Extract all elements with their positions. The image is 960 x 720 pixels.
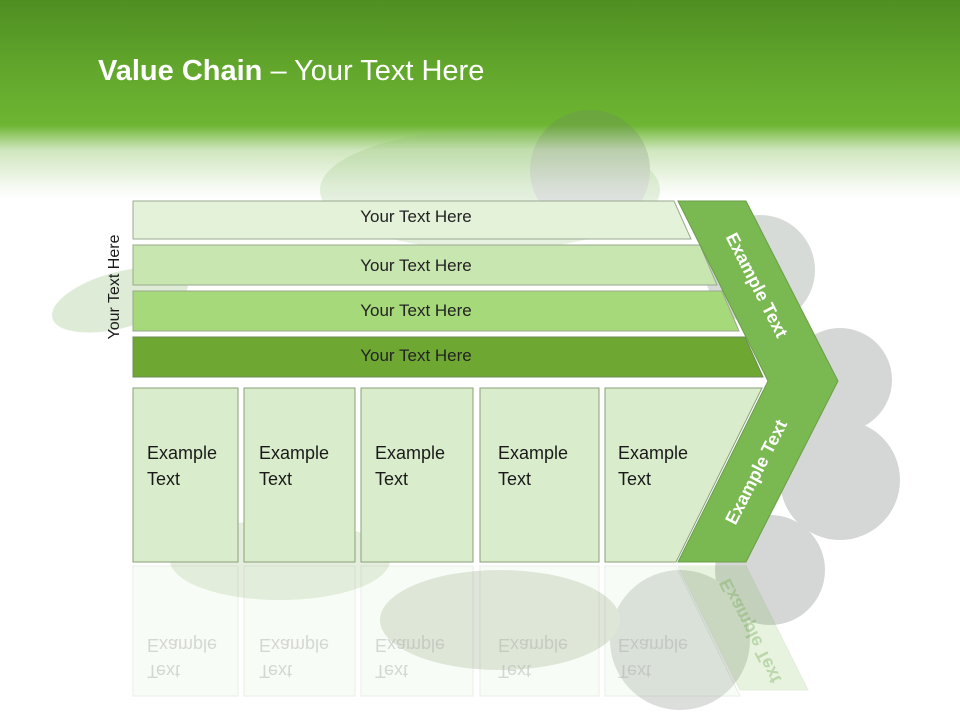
bar-2-label: Your Text Here	[360, 256, 472, 275]
page-title: Value Chain – Your Text Here	[98, 55, 484, 88]
box-4-line1: Example	[498, 443, 569, 463]
activity-box-3	[360, 387, 474, 563]
box-1-line1: Example	[147, 443, 218, 463]
box-1-line2: Text	[147, 469, 181, 489]
margin-chevron	[677, 200, 839, 563]
activity-box-4	[479, 387, 600, 563]
title-rest: – Your Text Here	[262, 55, 485, 87]
reflection-group	[132, 565, 809, 697]
bar-2	[132, 244, 718, 286]
bar-3-label: Your Text Here	[360, 301, 472, 320]
activity-box-1	[132, 387, 239, 563]
activity-box-5	[604, 387, 763, 563]
header-banner	[0, 0, 960, 200]
bar-1-label: Your Text Here	[360, 207, 472, 226]
box-5-line2: Text	[618, 469, 652, 489]
box-4-line2: Text	[498, 469, 532, 489]
box-2-line1: Example	[259, 443, 330, 463]
activity-box-2	[243, 387, 356, 563]
bar-1	[132, 200, 692, 240]
box-3-line2: Text	[375, 469, 409, 489]
box-5-line1: Example	[618, 443, 689, 463]
box-2-line2: Text	[259, 469, 293, 489]
bar-4	[132, 336, 764, 378]
bar-3	[132, 290, 740, 332]
box-3-line1: Example	[375, 443, 446, 463]
title-bold: Value Chain	[98, 55, 263, 87]
bar-4-label: Your Text Here	[360, 346, 472, 365]
